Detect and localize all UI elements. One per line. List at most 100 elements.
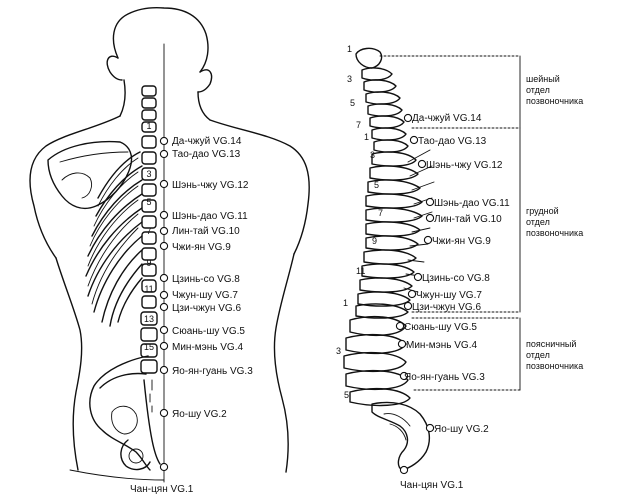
pelvis-hollow [111,405,138,435]
back-label-vg12: Шэнь-чжу VG.12 [172,180,249,191]
back-view-figure: 1 3 5 7 9 11 13 15 Да- [29,6,310,495]
side-view-spine: 1 3 5 7 1 3 5 7 9 11 1 3 5 [336,44,583,491]
side-vertebra-numbers: 1 3 5 7 1 3 5 7 9 11 1 3 5 [336,44,383,400]
thoracic-section-label: отдел [526,217,550,227]
humerus-head [61,172,93,199]
scapula-spine [59,151,129,163]
side-vertebra-number: 5 [374,180,379,190]
neck-left [119,79,126,117]
side-point-labels: Да-чжуй VG.14 Тао-дао VG.13 Шэнь-чжу VG.… [400,113,510,491]
cervical-section-label: позвоночника [526,96,583,106]
back-label-vg10: Лин-тай VG.10 [172,226,240,237]
back-vertebra-number: 1 [146,121,151,131]
back-vertebra-number: 7 [146,226,151,236]
back-point-labels: Да-чжуй VG.14 Тао-дао VG.13 Шэнь-чжу VG.… [130,136,253,495]
back-vertebra-number: 11 [144,284,153,294]
section-brackets [379,55,521,391]
back-label-vg2: Яо-шу VG.2 [172,409,227,420]
side-label-vg4: Мин-мэнь VG.4 [406,340,477,351]
section-labels: шейный отдел позвоночника грудной отдел … [526,74,583,371]
lumbar-section-label: позвоночника [526,361,583,371]
side-label-vg1: Чан-цян VG.1 [400,480,464,491]
back-label-vg1: Чан-цян VG.1 [130,484,194,495]
back-label-vg5: Сюань-шу VG.5 [172,326,245,337]
side-label-vg6: Цзи-чжун VG.6 [412,302,481,313]
side-acupoint-vg7 [407,289,417,299]
side-acupoint-vg3 [399,371,409,381]
side-label-vg13: Тао-дао VG.13 [418,136,487,147]
side-acupoint-vg9 [423,235,433,245]
side-label-vg5: Сюань-шу VG.5 [404,322,477,333]
hip-joint [120,439,151,471]
side-vertebra-number: 5 [350,98,355,108]
side-acupoint-vg11 [425,197,435,207]
cervical-vertebrae [361,67,409,153]
pelvis-outline [89,355,151,471]
back-vertebra-numbers: 1 3 5 7 9 11 13 15 [144,121,154,352]
cervical-section-label: отдел [526,85,550,95]
side-label-vg11: Шэнь-дао VG.11 [434,198,510,209]
back-acupoint-vg4 [159,341,169,351]
side-acupoint-vg2 [425,423,435,433]
femoral-head [128,448,144,464]
back-vertebra-number: 5 [146,197,151,207]
side-label-vg3: Яо-ян-гуань VG.3 [404,372,485,383]
left-ear [106,55,123,81]
neck-right [197,91,211,121]
thoracic-section-label: грудной [526,206,559,216]
sacrum-coccyx [371,401,431,471]
side-vertebra-number: 3 [347,74,352,84]
left-shoulder [29,115,121,259]
right-flank [273,253,295,473]
back-acupoints [159,136,169,472]
side-label-vg7: Чжун-шу VG.7 [416,290,482,301]
back-label-vg8: Цзинь-со VG.8 [172,274,240,285]
side-acupoint-vg4 [397,339,407,349]
back-label-vg4: Мин-мэнь VG.4 [172,342,243,353]
side-vertebra-number: 5 [344,390,349,400]
iliac-crest [99,372,147,389]
side-vertebra-number: 7 [378,208,383,218]
side-vertebra-number: 3 [370,150,375,160]
back-acupoint-vg14 [159,136,169,146]
right-ear [197,69,213,93]
side-acupoint-vg5 [395,321,405,331]
back-label-vg7: Чжун-шу VG.7 [172,290,238,301]
side-vertebra-number: 11 [356,266,365,276]
back-label-vg6: Цзи-чжун VG.6 [172,303,241,314]
back-label-vg9: Чжи-ян VG.9 [172,242,231,253]
side-vertebra-number: 1 [364,132,369,142]
back-label-vg3: Яо-ян-гуань VG.3 [172,366,253,377]
spinal-column [140,85,158,413]
back-acupoint-vg6 [159,302,169,312]
back-acupoint-vg12 [159,179,169,189]
thoracic-section-label: позвоночника [526,228,583,238]
back-vertebra-number: 3 [146,169,151,179]
lumbar-section-label: поясничный [526,339,576,349]
back-label-vg14: Да-чжуй VG.14 [172,136,242,147]
side-acupoint-vg14 [403,113,413,123]
right-shoulder [209,119,310,255]
cervical-section-label: шейный [526,74,560,84]
back-vertebra-number: 13 [144,314,154,324]
thoracic-vertebrae [355,149,435,319]
lumbar-vertebrae [343,315,411,407]
back-vertebra-number: 15 [144,342,154,352]
head-outline [112,6,209,73]
side-vertebra-number: 9 [372,236,377,246]
side-acupoint-vg13 [409,135,419,145]
side-vertebra-number: 3 [336,346,341,356]
back-acupoint-vg5 [159,325,169,335]
back-vertebra-number: 9 [146,258,151,268]
back-acupoint-vg9 [159,241,169,251]
sacrum [143,379,161,465]
side-acupoint-vg12 [417,159,427,169]
side-label-vg2: Яо-шу VG.2 [434,424,489,435]
lumbar-section-label: отдел [526,350,550,360]
back-acupoint-vg3 [159,365,169,375]
side-label-vg8: Цзинь-со VG.8 [422,273,490,284]
back-label-vg11: Шэнь-дао VG.11 [172,211,248,222]
rib-cage [85,151,143,327]
